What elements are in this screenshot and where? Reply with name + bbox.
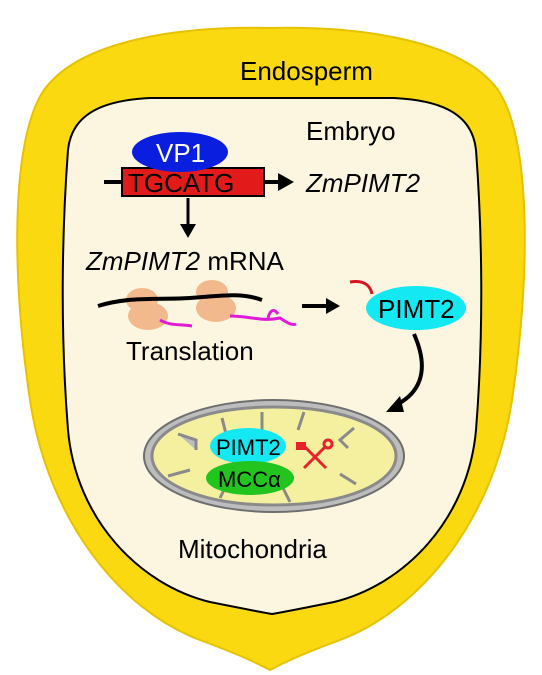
pimt2-protein (366, 286, 466, 330)
arrow-right-icon (278, 173, 294, 191)
repair-tools-icon (296, 438, 334, 470)
mrna-label: ZmPIMT2 mRNA (85, 246, 285, 276)
vp1-factor (132, 132, 228, 172)
embryo-label: Embryo (306, 116, 396, 146)
curved-arrow-line (397, 333, 424, 406)
pimt2-in-mitochondria (210, 428, 286, 464)
pimt2-label: PIMT2 (378, 294, 455, 324)
translation-label: Translation (126, 336, 254, 366)
mcc-alpha (206, 461, 294, 495)
ribosome-icon (97, 280, 297, 330)
vp1-label: VP1 (156, 138, 205, 168)
mitochondria-label: Mitochondria (178, 534, 327, 564)
arrow-right-icon (326, 298, 340, 314)
signal-peptide (349, 280, 374, 295)
mcc-label: MCCα (218, 467, 281, 492)
curved-arrow-icon (386, 396, 404, 412)
endosperm-label: Endosperm (240, 56, 373, 86)
arrow-down-icon (180, 224, 196, 238)
gene-label: ZmPIMT2 (305, 168, 421, 198)
tgcatg-label: TGCATG (128, 168, 234, 198)
pimt2-mito-label: PIMT2 (216, 435, 281, 460)
